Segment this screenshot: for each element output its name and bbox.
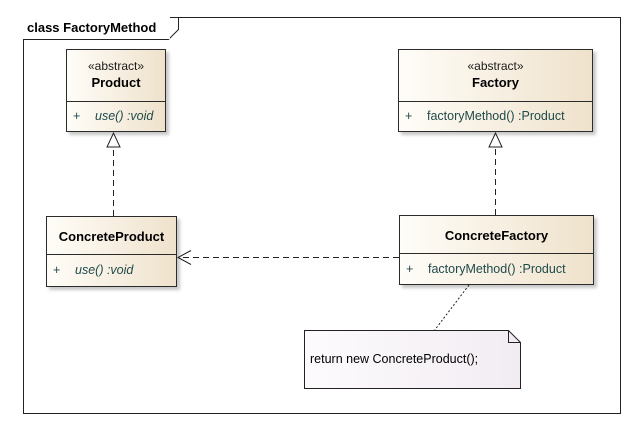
note-fold xyxy=(508,330,521,343)
operation-signature: use() :void xyxy=(75,263,134,277)
visibility-public: + xyxy=(53,263,61,277)
class-factory-stereotype: «abstract» xyxy=(467,59,524,73)
operation-factory-method[interactable]: + factoryMethod() :Product xyxy=(399,102,592,127)
visibility-public: + xyxy=(73,109,81,123)
class-factory-name: Factory xyxy=(472,75,519,90)
diagram-frame xyxy=(23,17,621,414)
operation-concrete-product-use[interactable]: + use() :void xyxy=(47,255,176,281)
class-concrete-product-name: ConcreteProduct xyxy=(58,229,165,244)
class-concrete-product[interactable]: ConcreteProduct + use() :void xyxy=(46,216,177,287)
class-concrete-factory-header: ConcreteFactory xyxy=(400,216,593,254)
operation-signature: use() :void xyxy=(95,109,154,123)
note-shape xyxy=(304,330,521,389)
operation-concrete-factory-method[interactable]: + factoryMethod() :Product xyxy=(400,254,593,280)
class-product-header: «abstract» Product xyxy=(67,50,165,102)
realization-arrowhead-product xyxy=(106,131,121,148)
class-product-name: Product xyxy=(91,75,141,90)
class-product-stereotype: «abstract» xyxy=(87,59,145,73)
realization-arrowhead-factory xyxy=(488,131,503,148)
note-text[interactable]: return new ConcreteProduct(); xyxy=(310,352,479,366)
diagram-frame-title: class FactoryMethod xyxy=(23,17,171,39)
visibility-public: + xyxy=(405,109,413,123)
visibility-public: + xyxy=(406,262,414,276)
class-concrete-product-header: ConcreteProduct xyxy=(47,217,176,255)
class-concrete-factory-name: ConcreteFactory xyxy=(444,228,549,243)
frame-label-tab xyxy=(23,17,179,40)
class-factory[interactable]: «abstract» Factory + factoryMethod() :Pro… xyxy=(398,49,593,132)
note-anchor-line xyxy=(433,284,470,332)
class-concrete-factory[interactable]: ConcreteFactory + factoryMethod() :Produc… xyxy=(399,215,594,285)
class-product[interactable]: «abstract» Product + use() :void xyxy=(66,49,166,132)
operation-signature: factoryMethod() :Product xyxy=(427,109,565,123)
operation-product-use[interactable]: + use() :void xyxy=(67,102,165,127)
operation-signature: factoryMethod() :Product xyxy=(428,262,566,276)
dependency-arrowhead xyxy=(176,250,192,265)
class-factory-header: «abstract» Factory xyxy=(399,50,592,102)
